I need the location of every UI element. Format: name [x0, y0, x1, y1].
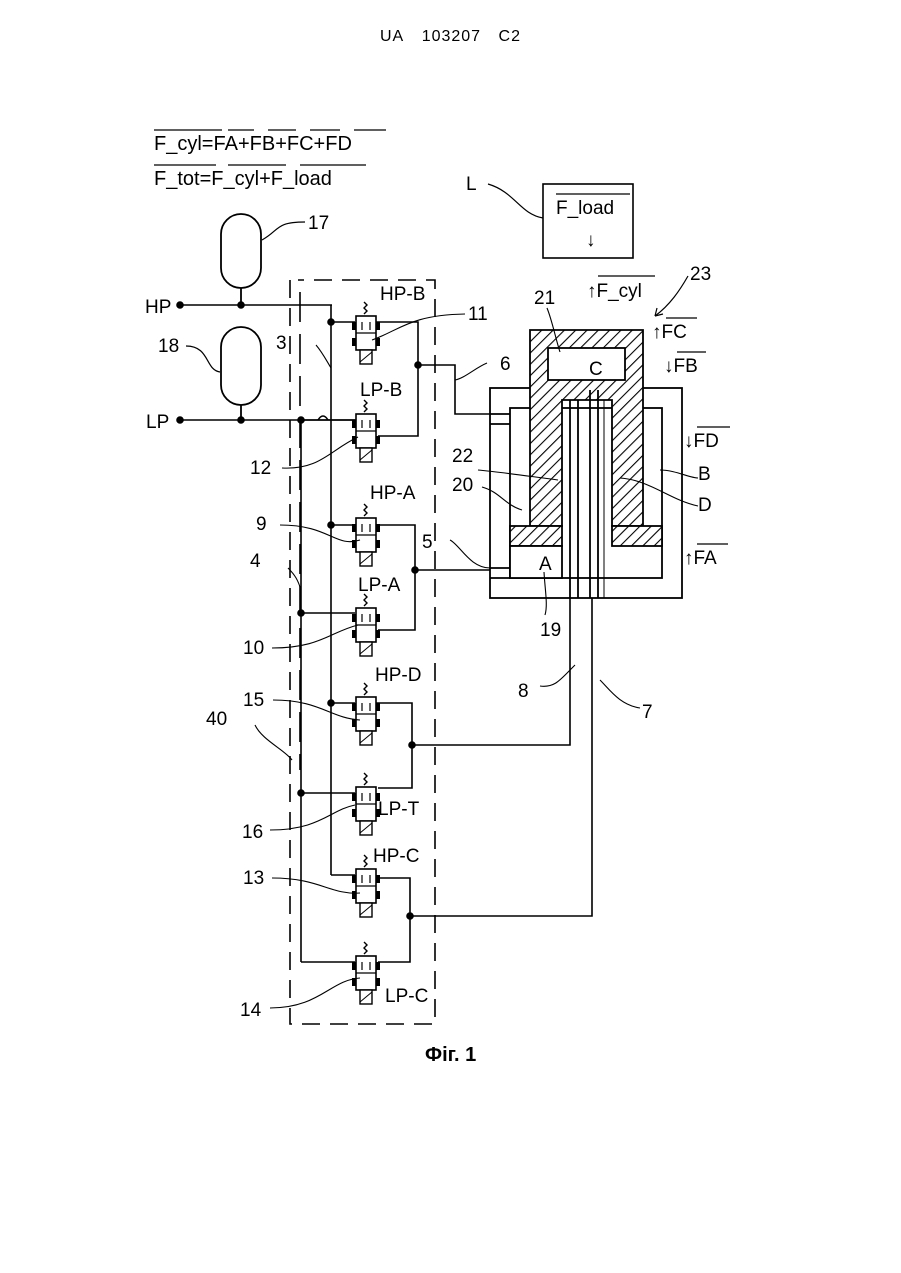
label-3: 3	[276, 333, 287, 354]
label-18: 18	[158, 336, 179, 357]
fcyl-text: F_cyl	[597, 281, 642, 302]
label-lp-b: LP-B	[360, 380, 402, 401]
eq1-fd: FD	[325, 133, 352, 155]
force-fa: ↑FA	[684, 548, 717, 569]
label-14: 14	[240, 1000, 262, 1021]
load-force-label: F_load	[556, 198, 614, 219]
eq1-plus1: +	[238, 133, 250, 155]
label-hp-b: HP-B	[380, 284, 425, 305]
label-40: 40	[206, 709, 227, 730]
accumulator-18	[186, 327, 261, 420]
label-23: 23	[690, 264, 711, 285]
figure-caption: Фіг. 1	[425, 1044, 476, 1066]
eq1-fcyl: F_cyl	[154, 133, 202, 155]
fb-text: FB	[674, 356, 698, 377]
fb-arrow: ↓	[664, 356, 674, 377]
chamber-a: A	[539, 554, 552, 575]
eq1-plus3: +	[314, 133, 326, 155]
eq2-ftot: F_tot	[154, 168, 200, 190]
fa-text: FA	[694, 548, 718, 569]
eq2-equals: =	[200, 168, 212, 190]
fd-text: FD	[694, 431, 719, 452]
label-hp-d: HP-D	[375, 665, 421, 686]
load-box: F_load ↓	[488, 184, 633, 258]
supply-lines	[177, 302, 358, 962]
port-hp: HP	[145, 297, 171, 318]
label-13: 13	[243, 868, 264, 889]
valve-lp-t	[352, 773, 380, 835]
label-lp-t: LP-T	[378, 799, 420, 820]
valve-hp-d	[352, 683, 380, 745]
label-7: 7	[642, 702, 653, 723]
label-hp-a: HP-A	[370, 483, 416, 504]
eq2-fload: F_load	[271, 168, 332, 190]
chamber-b: B	[698, 464, 711, 485]
fc-text: FC	[662, 322, 687, 343]
fd-arrow: ↓	[684, 431, 694, 452]
label-12: 12	[250, 458, 271, 479]
eq1-fa: FA	[213, 133, 238, 155]
fcyl-arrow: ↑	[587, 281, 597, 302]
label-21: 21	[534, 288, 555, 309]
label-17: 17	[308, 213, 329, 234]
eq1-fb: FB	[250, 133, 276, 155]
valve-lp-c	[352, 942, 380, 1004]
valve-hp-b	[352, 302, 380, 364]
valve-lp-b	[352, 400, 380, 462]
label-20: 20	[452, 475, 473, 496]
chamber-c: C	[589, 359, 603, 380]
label-4: 4	[250, 551, 261, 572]
label-10: 10	[243, 638, 264, 659]
fcyl-label: ↑F_cyl	[587, 281, 642, 302]
label-8: 8	[518, 681, 529, 702]
eq1-equals: =	[202, 133, 214, 155]
eq1-plus2: +	[275, 133, 287, 155]
label-9: 9	[256, 514, 267, 535]
label-lp-c: LP-C	[385, 986, 428, 1007]
port-lp: LP	[146, 412, 169, 433]
chamber-d: D	[698, 495, 712, 516]
fa-arrow: ↑	[684, 548, 694, 569]
valve-hp-a	[352, 504, 380, 566]
force-fc: ↑FC	[652, 322, 687, 343]
eq1-fc: FC	[287, 133, 314, 155]
load-arrow: ↓	[586, 230, 596, 251]
equation-ftot: F_tot=F_cyl+F_load	[154, 165, 366, 190]
label-lp-a: LP-A	[358, 575, 401, 596]
label-22: 22	[452, 446, 473, 467]
label-11: 11	[468, 304, 488, 325]
svg-text:F_tot=F_cyl+F_load: F_tot=F_cyl+F_load	[154, 168, 332, 190]
eq2-fcyl: F_cyl	[211, 168, 259, 190]
label-15: 15	[243, 690, 264, 711]
label-16: 16	[242, 822, 263, 843]
label-hp-c: HP-C	[373, 846, 419, 867]
cylinder-23	[490, 330, 682, 598]
accumulator-17	[221, 214, 305, 305]
eq2-plus: +	[259, 168, 271, 190]
force-fb: ↓FB	[664, 356, 698, 377]
label-6: 6	[500, 354, 511, 375]
equation-fcyl: F_cyl=FA+FB+FC+FD	[154, 130, 386, 155]
label-19: 19	[540, 620, 561, 641]
fc-arrow: ↑	[652, 322, 662, 343]
label-5: 5	[422, 532, 433, 553]
label-l: L	[466, 174, 477, 195]
svg-text:F_cyl=FA+FB+FC+FD: F_cyl=FA+FB+FC+FD	[154, 133, 352, 155]
force-fd: ↓FD	[684, 431, 719, 452]
